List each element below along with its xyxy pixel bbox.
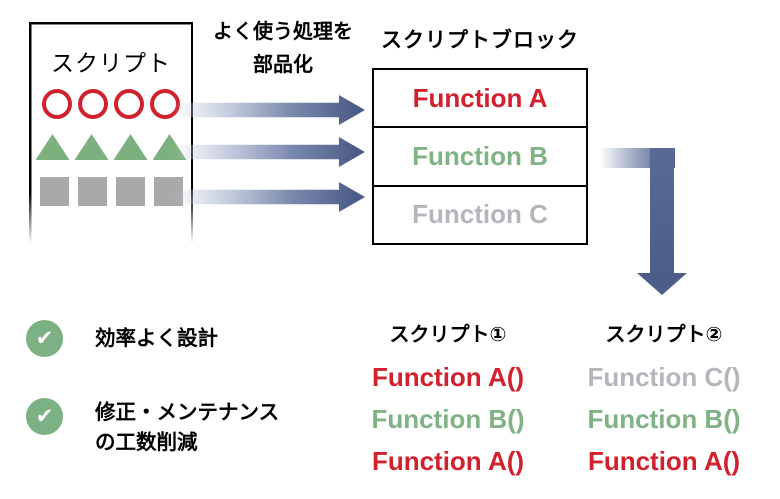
benefit-text: 効率よく設計 <box>95 326 218 350</box>
down-elbow-arrow-vertical <box>650 148 674 274</box>
triangle-shape-row <box>29 134 193 160</box>
triangle-shape-icon <box>74 134 109 160</box>
script-block-title: スクリプトブロック <box>381 29 579 52</box>
script-1-column: スクリプト① Function A() Function B() Functio… <box>350 322 546 482</box>
function-a-row: Function A <box>374 70 586 129</box>
check-icon: ✔ <box>26 398 63 435</box>
triangle-shape-icon <box>35 134 70 160</box>
square-shape-row <box>29 177 193 206</box>
function-call: Function A() <box>371 362 525 392</box>
function-call: Function A() <box>371 446 525 476</box>
script-source-box: スクリプト <box>29 22 193 246</box>
square-shape-icon <box>77 177 107 206</box>
script-2-column: スクリプト② Function C() Function B() Functio… <box>566 322 762 482</box>
function-call: Function C() <box>587 362 741 392</box>
componentize-caption: よく使う処理を 部品化 <box>190 16 376 82</box>
check-icon: ✔ <box>26 320 63 357</box>
script-1-title: スクリプト① <box>389 324 507 346</box>
benefit-text-line1: 修正・メンテナンス <box>95 401 280 424</box>
right-arrow-icon <box>172 137 365 167</box>
circle-shape-icon <box>78 89 108 119</box>
script-block: Function A Function B Function C <box>372 68 588 245</box>
function-call: Function B() <box>371 404 525 434</box>
right-arrow-icon <box>172 182 365 212</box>
componentize-caption-line2: 部品化 <box>253 54 313 76</box>
right-arrow-icon <box>172 95 365 125</box>
down-arrow-head-icon <box>637 273 687 295</box>
benefit-item: ✔ 効率よく設計 <box>26 320 218 357</box>
componentize-caption-line1: よく使う処理を <box>213 21 353 43</box>
circle-shape-icon <box>114 89 144 119</box>
function-call: Function B() <box>587 404 741 434</box>
function-b-row: Function B <box>374 128 586 187</box>
square-shape-icon <box>115 177 145 206</box>
square-shape-icon <box>39 177 69 206</box>
script-2-title: スクリプト② <box>605 324 723 346</box>
circle-shape-row <box>29 89 193 119</box>
benefit-item: ✔ 修正・メンテナンス の工数削減 <box>26 398 279 458</box>
benefit-text-line2: の工数削減 <box>95 431 198 454</box>
triangle-shape-icon <box>113 134 148 160</box>
function-call: Function A() <box>587 446 741 476</box>
circle-shape-icon <box>42 89 72 119</box>
benefit-text: 修正・メンテナンス の工数削減 <box>95 398 279 458</box>
source-box-label: スクリプト <box>51 50 171 76</box>
function-c-row: Function C <box>412 199 548 230</box>
